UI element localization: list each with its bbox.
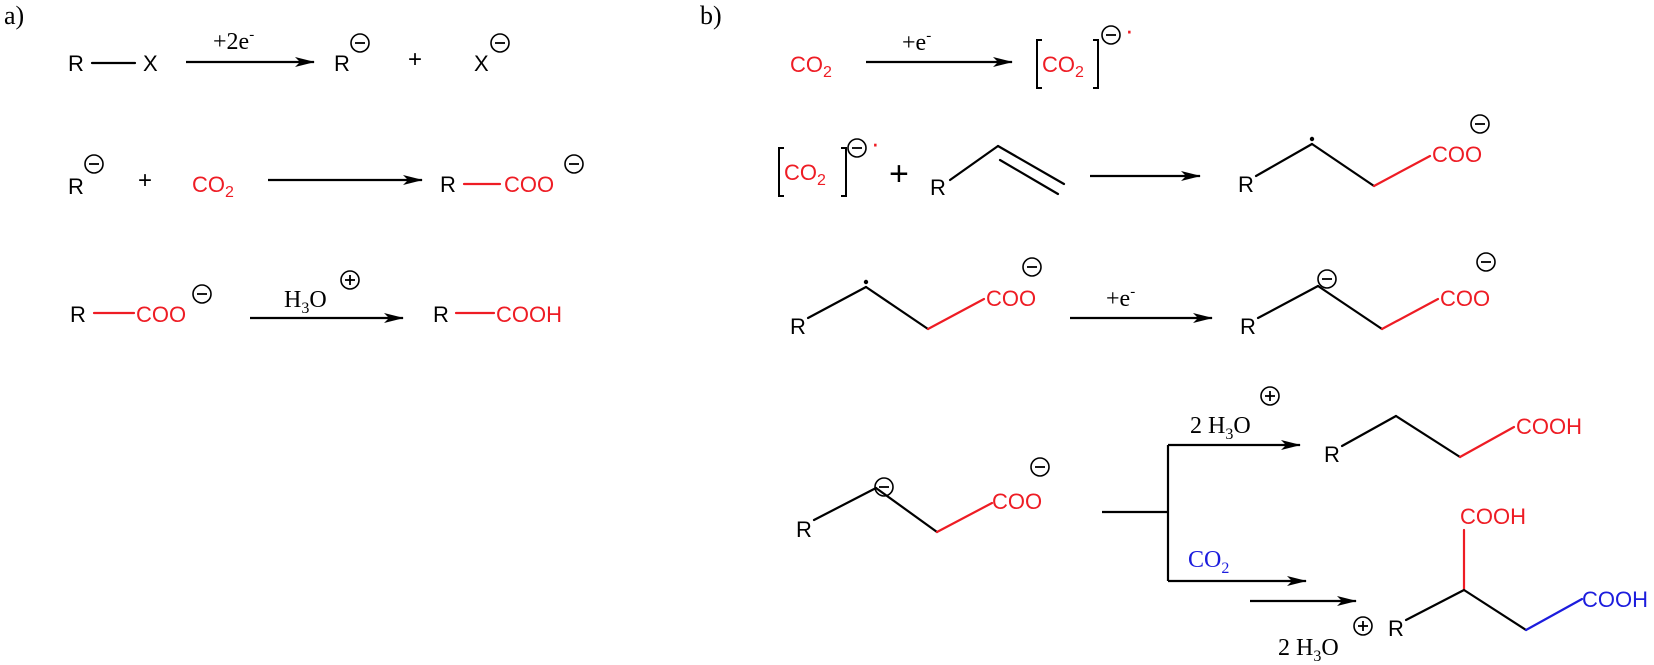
bond-r-c: [1404, 588, 1466, 622]
negative-charge-icon: [1470, 114, 1490, 134]
bond-r-c: [948, 144, 1000, 182]
bracket-left: [1036, 39, 1042, 89]
x-atom: X: [474, 51, 489, 76]
r-atom: R: [1238, 172, 1254, 197]
condition-plus-e: +e-: [902, 28, 931, 56]
b-row1: CO2 +e- CO2 ·: [790, 15, 1134, 89]
x-atom: X: [143, 51, 158, 76]
negative-charge-icon: [350, 33, 370, 53]
negative-charge-icon: [1476, 252, 1496, 272]
carboxylic-acid-group: COOH: [1460, 504, 1526, 529]
negative-charge-icon: [1101, 25, 1121, 45]
new-c-c-bond: [1524, 597, 1584, 632]
co2-radical-anion: CO2: [1042, 52, 1084, 81]
bracket-right: [841, 147, 847, 197]
b-row2: CO2 · + R R COO: [778, 114, 1490, 200]
carboxylate-group: COO: [504, 172, 554, 197]
bracket-right: [1093, 39, 1099, 89]
a-row3: R COO H3O R COOH: [70, 270, 562, 327]
c-c-bond: [1458, 425, 1516, 459]
negative-charge-icon: [84, 154, 104, 174]
r-atom: R: [334, 51, 350, 76]
carboxylate-group: COO: [1440, 286, 1490, 311]
bond-r-c: [1256, 284, 1320, 320]
condition-plus-e: +e-: [1106, 284, 1135, 312]
co2-molecule: CO2: [790, 52, 832, 81]
positive-charge-icon: [340, 270, 360, 290]
positive-charge-icon: [1353, 616, 1373, 636]
r-atom: R: [790, 314, 806, 339]
bond-r-c: [812, 486, 878, 522]
bond-c-c: [864, 285, 930, 331]
r-atom: R: [1324, 442, 1340, 467]
negative-charge-icon: [490, 33, 510, 53]
c-c-bond: [935, 501, 994, 534]
plus-sign: +: [408, 46, 422, 73]
plus-sign: +: [889, 155, 909, 193]
double-bond-inner: [998, 158, 1060, 196]
r-atom: R: [68, 51, 84, 76]
negative-charge-icon: [1030, 457, 1050, 477]
r-atom: R: [433, 302, 449, 327]
bond-r-c: [806, 285, 868, 320]
r-atom: R: [930, 175, 946, 200]
carboxylic-acid-group: COOH: [496, 302, 562, 327]
new-c-c-bond: [1372, 154, 1432, 188]
carboxylic-acid-group: COOH: [1582, 587, 1648, 612]
r-atom: R: [440, 172, 456, 197]
condition-plus-2e: +2e-: [213, 27, 254, 55]
radical-dot: ·: [1125, 15, 1134, 45]
bond-r-c: [1340, 414, 1398, 448]
panel-b-label: b): [700, 1, 722, 30]
condition-2-h3o: 2 H3O: [1190, 413, 1251, 443]
negative-charge-icon: [564, 154, 584, 174]
bracket-left: [778, 147, 784, 197]
co2-radical-anion: CO2: [784, 160, 826, 189]
negative-charge-icon: [847, 138, 867, 158]
r-atom: R: [796, 517, 812, 542]
carboxylate-group: COO: [1432, 142, 1482, 167]
condition-co2: CO2: [1188, 547, 1229, 577]
carboxylate-group: COO: [992, 489, 1042, 514]
positive-charge-icon: [1260, 386, 1280, 406]
negative-charge-icon: [192, 284, 212, 304]
radical-dot: ·: [871, 128, 880, 158]
bond-c-c: [1310, 142, 1376, 188]
bond-c-c: [874, 486, 939, 534]
condition-2-h3o: 2 H3O: [1278, 635, 1339, 665]
radical-dot: [1309, 136, 1315, 142]
condition-h3o: H3O: [284, 287, 327, 317]
a-row2: R + CO2 R COO: [68, 154, 584, 201]
co2-molecule: CO2: [192, 172, 234, 201]
bond-c-c: [1316, 284, 1384, 331]
a-row1: R X +2e- R + X: [68, 27, 510, 76]
r-atom: R: [70, 302, 86, 327]
c-c-bond: [1380, 297, 1440, 331]
b-row3: R COO +e- R COO: [790, 252, 1496, 339]
r-atom: R: [1240, 314, 1256, 339]
double-bond-outer: [996, 144, 1066, 186]
r-atom: R: [68, 174, 84, 199]
carboxylate-group: COO: [986, 286, 1036, 311]
negative-charge-icon: [1317, 269, 1337, 289]
carboxylic-acid-group: COOH: [1516, 414, 1582, 439]
plus-sign: +: [138, 167, 152, 194]
bond-r-c: [1254, 142, 1314, 178]
bond-c-c: [1394, 414, 1462, 459]
b-row4: R COO 2 H3O CO2 2 H3O R COOH R COOH: [796, 386, 1648, 665]
c-c-bond: [926, 297, 986, 331]
r-atom: R: [1388, 616, 1404, 641]
bond-c-c: [1462, 588, 1528, 632]
carboxylate-group: COO: [136, 302, 186, 327]
negative-charge-icon: [1022, 257, 1042, 277]
radical-dot: [863, 279, 869, 285]
panel-a-label: a): [4, 1, 24, 30]
